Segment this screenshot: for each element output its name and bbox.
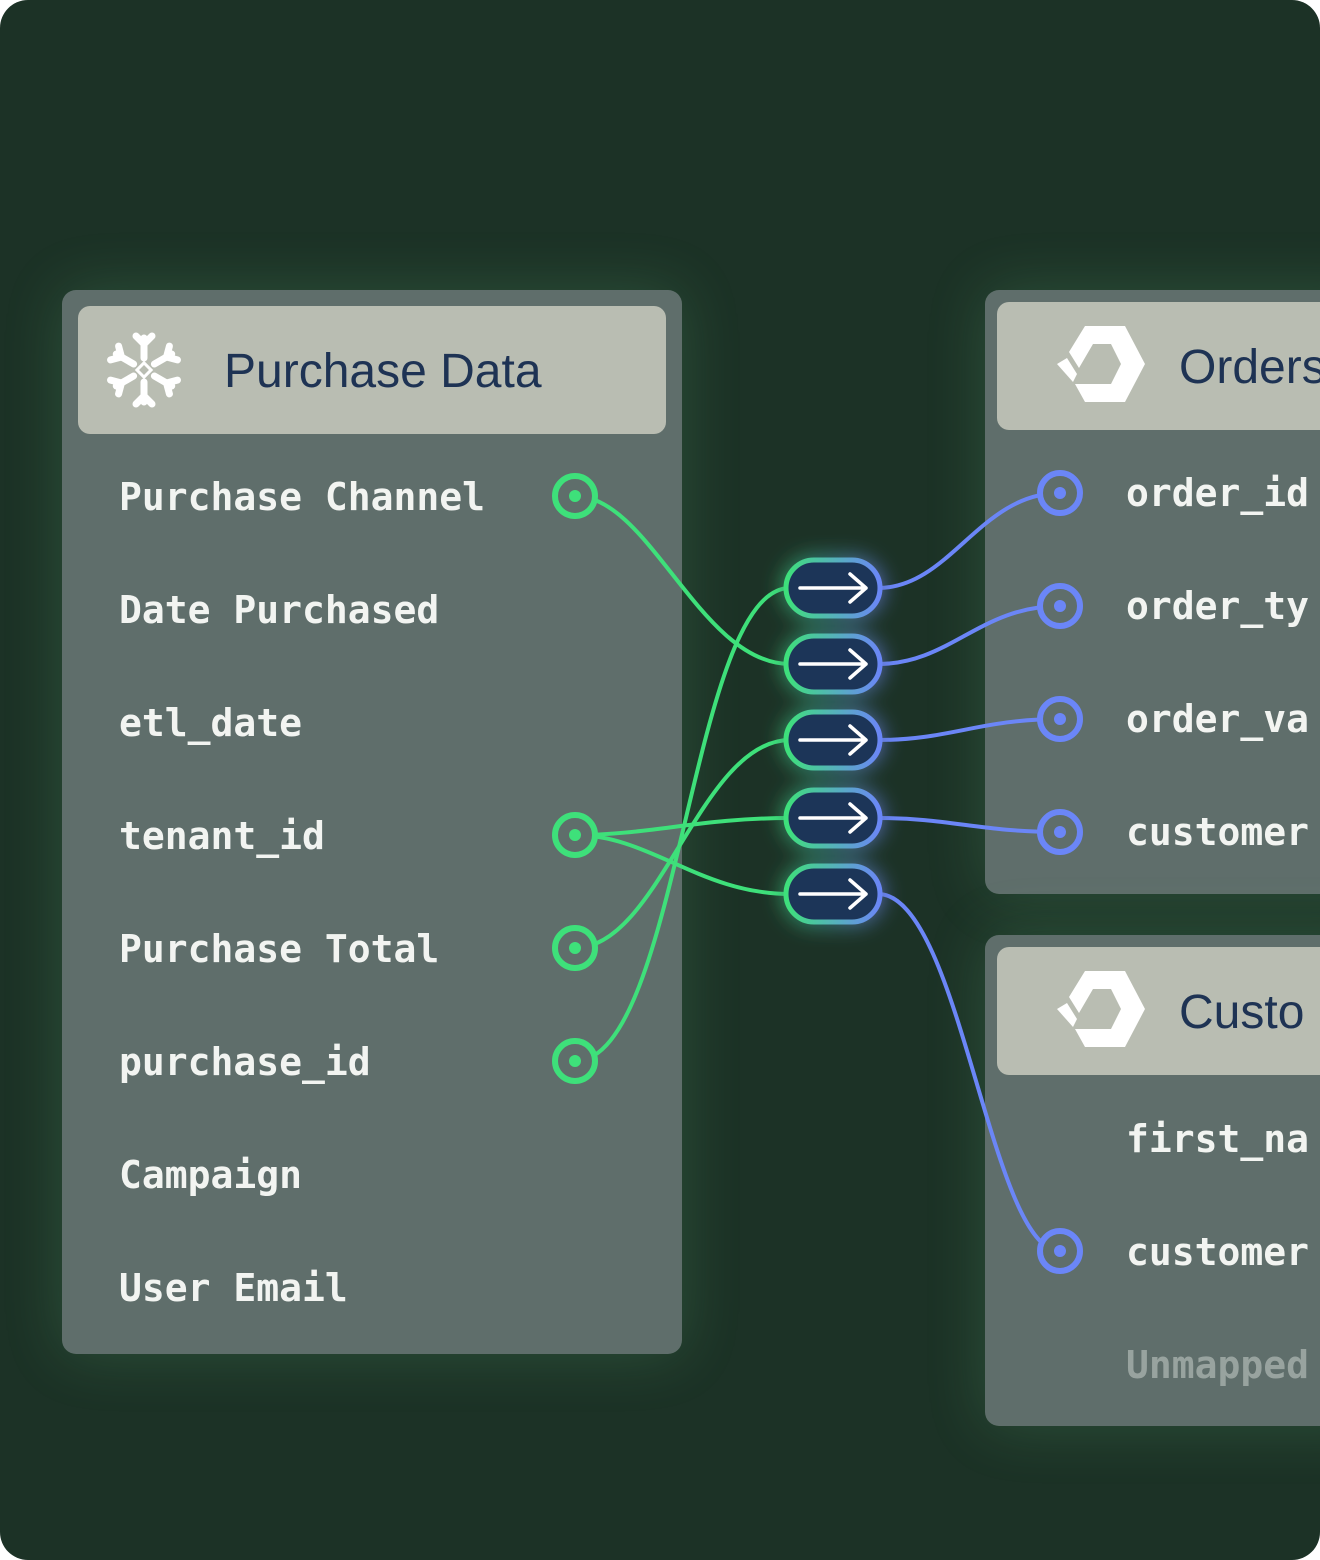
orders-table-title: Orders <box>1179 341 1320 394</box>
snowflake-icon <box>104 332 184 410</box>
mapping-pill-3[interactable] <box>783 709 883 771</box>
customers-field-customer[interactable]: customer <box>1126 1230 1310 1274</box>
orders-field-customer[interactable]: customer <box>1126 810 1310 854</box>
connector-purchase-id[interactable] <box>552 1038 598 1084</box>
wire-customers-customer <box>877 892 1061 1253</box>
orders-field-order-id[interactable]: order_id <box>1126 471 1310 515</box>
arrow-right-icon <box>798 802 868 834</box>
connector-order-type[interactable] <box>1037 583 1083 629</box>
arrow-right-icon <box>798 878 868 910</box>
orders-table-header: Orders <box>997 302 1320 430</box>
connector-purchase-channel[interactable] <box>552 473 598 519</box>
wire-order-id <box>877 491 1061 590</box>
connector-purchase-total[interactable] <box>552 925 598 971</box>
source-field-etl-date[interactable]: etl_date <box>119 701 303 745</box>
connector-tenant-id[interactable] <box>552 812 598 858</box>
connector-orders-customer[interactable] <box>1037 809 1083 855</box>
mapping-pills <box>783 557 883 925</box>
wire-tenant-id-a <box>574 816 791 837</box>
arrow-right-icon <box>798 648 868 680</box>
wire-order-type <box>877 604 1061 666</box>
connector-customers-customer[interactable] <box>1037 1228 1083 1274</box>
source-table-title: Purchase Data <box>224 345 542 398</box>
customers-field-first-name[interactable]: first_na <box>1126 1117 1310 1161</box>
connector-order-value[interactable] <box>1037 696 1083 742</box>
source-field-purchase-total[interactable]: Purchase Total <box>119 927 440 971</box>
hexagon-logo-icon <box>1057 326 1145 402</box>
mapping-pill-2[interactable] <box>783 633 883 695</box>
source-field-campaign[interactable]: Campaign <box>119 1153 303 1197</box>
connector-order-id[interactable] <box>1037 470 1083 516</box>
destination-connectors <box>1037 470 1083 1274</box>
arrow-right-icon <box>798 572 868 604</box>
source-field-user-email[interactable]: User Email <box>119 1266 348 1310</box>
arrow-right-icon <box>798 724 868 756</box>
orders-table-card: Orders order_id order_ty order_va custom… <box>985 290 1320 894</box>
source-table-header: Purchase Data <box>78 306 666 434</box>
wire-purchase-id <box>574 586 791 1063</box>
mapping-pill-4[interactable] <box>783 787 883 849</box>
source-connectors <box>552 473 598 1084</box>
source-field-purchase-channel[interactable]: Purchase Channel <box>119 475 486 519</box>
customers-table-card: Custo first_na customer Unmapped <box>985 935 1320 1426</box>
wire-purchase-total <box>574 738 791 950</box>
source-field-purchase-id[interactable]: purchase_id <box>119 1040 371 1084</box>
mapping-pill-1[interactable] <box>783 557 883 619</box>
wire-order-value <box>877 717 1061 742</box>
orders-field-order-value[interactable]: order_va <box>1126 697 1310 741</box>
hexagon-logo-icon <box>1057 971 1145 1047</box>
orders-field-order-type[interactable]: order_ty <box>1126 584 1310 628</box>
customers-field-unmapped: Unmapped <box>1126 1343 1310 1387</box>
wire-tenant-id-b <box>574 833 791 896</box>
mapping-pill-5[interactable] <box>783 863 883 925</box>
customers-table-title: Custo <box>1179 986 1305 1039</box>
source-field-date-purchased[interactable]: Date Purchased <box>119 588 440 632</box>
wire-orders-customer <box>877 816 1061 834</box>
wire-purchase-channel <box>574 494 791 666</box>
customers-table-header: Custo <box>997 947 1320 1075</box>
source-field-tenant-id[interactable]: tenant_id <box>119 814 325 858</box>
